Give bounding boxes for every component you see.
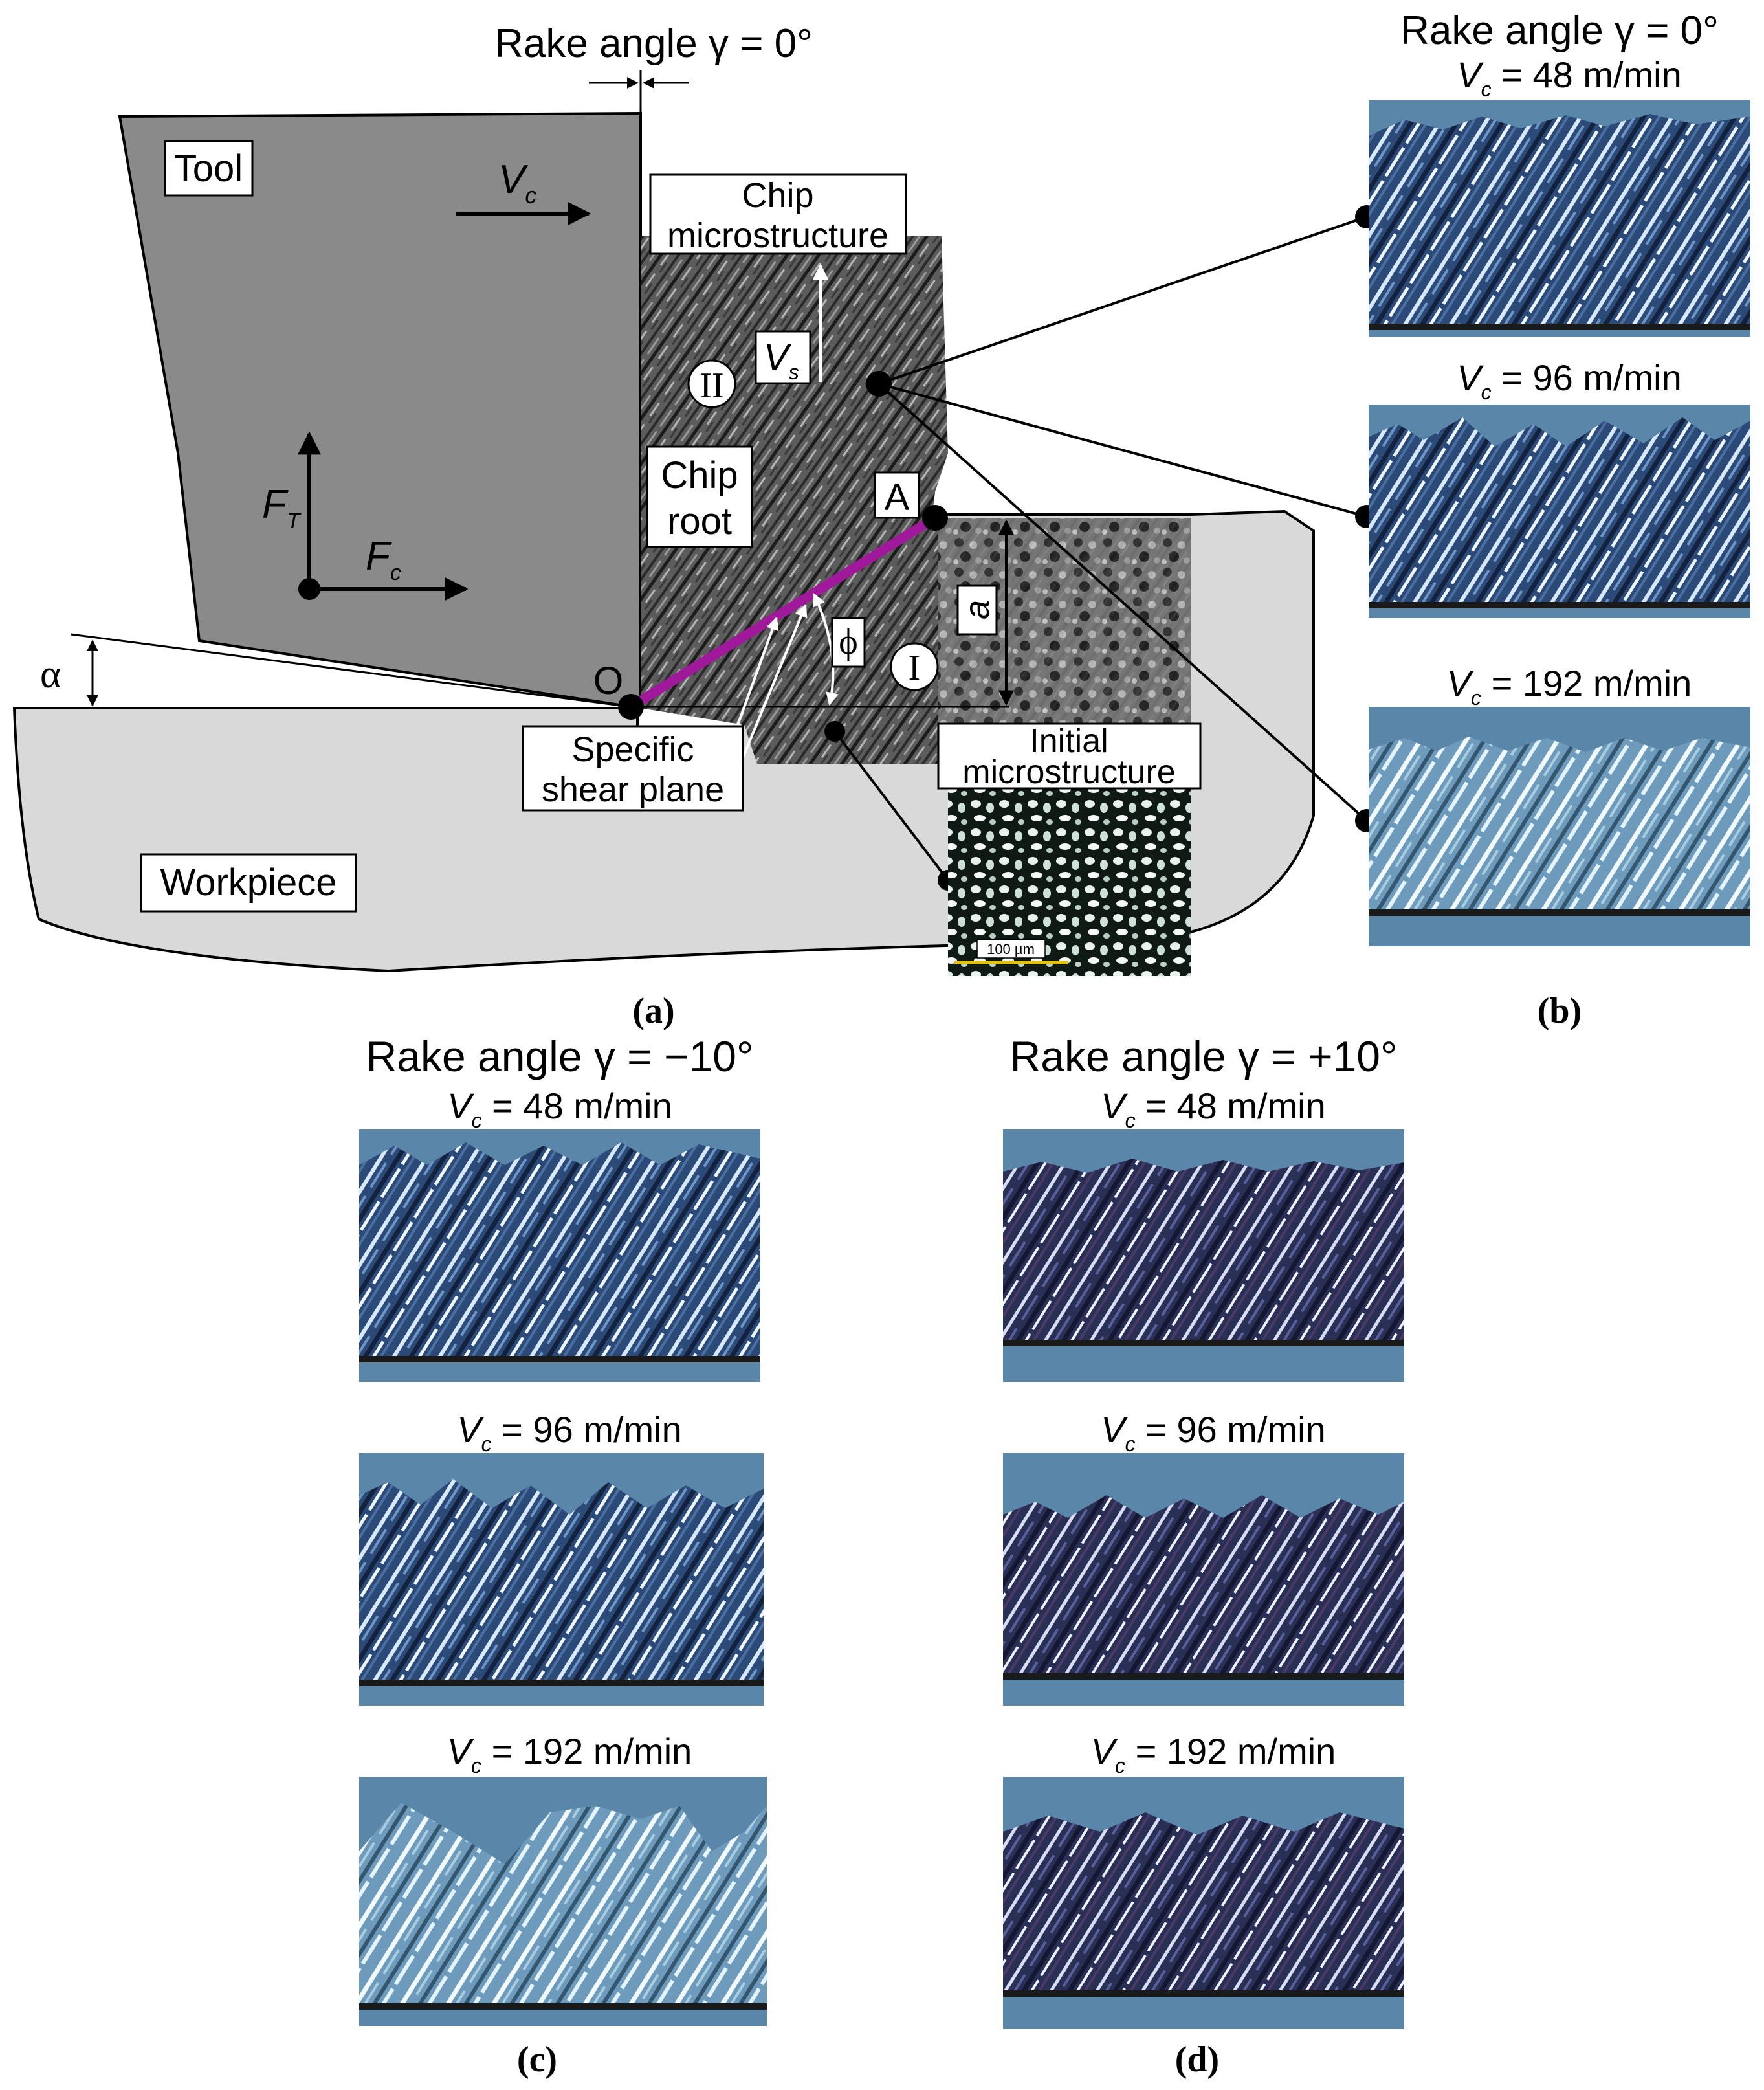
- shear-plane-pointer-2: [736, 604, 808, 771]
- initial-label-1: Initial: [1030, 722, 1108, 760]
- shear-plane-label-2: shear plane: [542, 770, 724, 809]
- panel-c-speed-192: Vc = 192 m/min: [447, 1731, 692, 1777]
- zone-one-marker: [890, 642, 939, 691]
- scale-bar-label: 100 µm: [987, 941, 1035, 957]
- panel-a: Rake angle γ = 0° Tool Vc FT Fc α Chip m…: [12, 21, 1378, 1031]
- micrograph-c-192: [359, 1777, 767, 2026]
- panel-c-speed-96: Vc = 96 m/min: [457, 1409, 681, 1456]
- shear-plane-label-1: Specific: [571, 730, 694, 769]
- panel-b-title: Rake angle γ = 0°: [1400, 8, 1719, 53]
- micrograph-b-48: [1369, 100, 1750, 337]
- panel-a-caption: (a): [632, 991, 674, 1031]
- micrograph-c-96: [359, 1453, 764, 1706]
- alpha-symbol: α: [40, 652, 61, 696]
- clearance-line: [71, 633, 641, 709]
- zone-two-label: II: [700, 366, 723, 406]
- micrograph-b-96: [1369, 405, 1750, 618]
- panel-b-speed-96: Vc = 96 m/min: [1457, 357, 1681, 404]
- tool-label: Tool: [174, 148, 243, 190]
- vc-symbol: Vc: [498, 157, 536, 208]
- fc-symbol: Fc: [366, 534, 401, 585]
- micrograph-d-192: [1003, 1777, 1404, 2029]
- micrograph-b-192: [1369, 707, 1750, 946]
- point-a-dot: [922, 505, 948, 531]
- panel-c-speed-48: Vc = 48 m/min: [447, 1085, 672, 1132]
- panel-b: Rake angle γ = 0° Vc = 48 m/min Vc = 96 …: [1369, 8, 1750, 1031]
- chip-microstructure-label-1: Chip: [742, 176, 813, 215]
- panel-d-caption: (d): [1175, 2040, 1219, 2080]
- tool-body: [118, 111, 642, 710]
- panel-c-caption: (c): [517, 2040, 557, 2080]
- vs-symbol: Vs: [764, 337, 799, 384]
- phi-symbol: ϕ: [839, 622, 857, 662]
- chip-root-label-1: Chip: [661, 454, 738, 496]
- panel-b-speed-192: Vc = 192 m/min: [1447, 663, 1692, 709]
- panel-c: Rake angle γ = −10° Vc = 48 m/min Vc = 9…: [359, 1032, 767, 2080]
- leader-line-48: [878, 216, 1367, 385]
- micrograph-d-48: [1003, 1129, 1404, 1382]
- ft-symbol: FT: [262, 482, 302, 533]
- depth-symbol: a: [958, 600, 997, 619]
- panel-d-speed-96: Vc = 96 m/min: [1101, 1409, 1325, 1456]
- workpiece-label: Workpiece: [160, 862, 337, 904]
- initial-sample-point: [824, 721, 845, 742]
- point-o-label: O: [593, 659, 624, 702]
- panel-b-speed-48: Vc = 48 m/min: [1457, 54, 1681, 101]
- panel-d-speed-48: Vc = 48 m/min: [1101, 1085, 1325, 1132]
- zone-two-marker: [687, 359, 736, 408]
- panel-b-caption: (b): [1538, 991, 1582, 1031]
- panel-a-title: Rake angle γ = 0°: [494, 21, 813, 66]
- panel-c-title: Rake angle γ = −10°: [366, 1032, 754, 1080]
- chip-microstructure-label-2: microstructure: [667, 216, 888, 255]
- micrograph-c-48: [359, 1129, 760, 1382]
- micrograph-d-96: [1003, 1453, 1404, 1706]
- leader-line-192: [877, 383, 1368, 822]
- initial-label-2: microstructure: [962, 753, 1175, 791]
- force-origin-dot: [298, 578, 320, 600]
- point-a-label: A: [885, 476, 910, 518]
- scale-bar-box: [976, 939, 1046, 959]
- zone-one-label: I: [909, 648, 921, 688]
- panel-d: Rake angle γ = +10° Vc = 48 m/min Vc = 9…: [1003, 1032, 1404, 2080]
- panel-d-speed-192: Vc = 192 m/min: [1091, 1731, 1336, 1777]
- chip-root-label-2: root: [667, 500, 732, 542]
- panel-d-title: Rake angle γ = +10°: [1010, 1032, 1398, 1080]
- leader-line-96: [878, 383, 1367, 518]
- initial-pointer-line: [833, 730, 949, 882]
- shear-plane-line: [628, 513, 938, 711]
